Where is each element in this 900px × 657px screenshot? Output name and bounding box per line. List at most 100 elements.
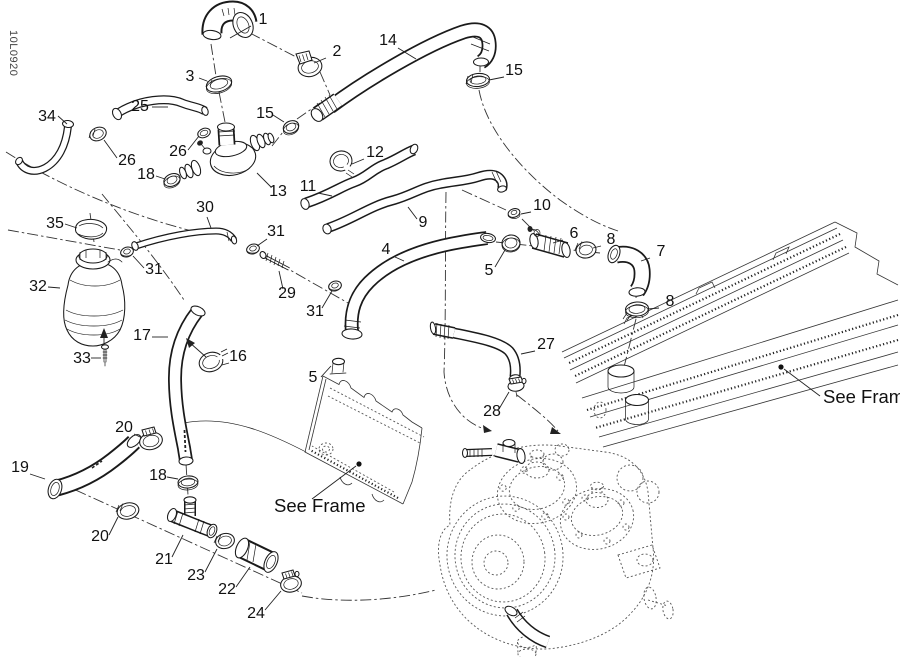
callout-label-3: 3	[186, 68, 195, 85]
leader-line	[198, 77, 208, 82]
part-3-clamp	[205, 75, 233, 94]
leader-line	[313, 57, 327, 64]
callout-label-9: 9	[419, 214, 428, 231]
callout-label-29: 29	[278, 285, 296, 302]
leader-line	[278, 270, 284, 290]
reservoir-neck	[75, 248, 123, 270]
frame-inlet-fitting-lower	[624, 393, 650, 425]
callout-label-26: 26	[169, 143, 187, 160]
see-frame-label: See Frame	[823, 386, 900, 407]
engine-top-fitting	[461, 438, 526, 464]
leader-line	[256, 238, 268, 247]
part-15-clamp	[465, 72, 490, 89]
callout-label-5: 5	[309, 369, 318, 386]
callout-label-5: 5	[485, 262, 494, 279]
leader-line	[206, 216, 212, 229]
leader-line	[108, 516, 119, 536]
part-35-cap	[75, 218, 108, 240]
engine-output-shaft	[643, 586, 674, 620]
leader-line	[155, 175, 166, 180]
frame-tunnel-heat-exchanger	[561, 221, 899, 448]
part-20-clamp	[115, 502, 140, 520]
callout-label-8: 8	[607, 231, 616, 248]
leader-line	[264, 590, 282, 611]
leader-line	[133, 433, 141, 438]
leader-line	[317, 192, 333, 197]
part-24-clamp	[280, 569, 302, 593]
callout-label-4: 4	[382, 241, 391, 258]
callout-label-18: 18	[149, 467, 167, 484]
callout-label-18: 18	[137, 166, 155, 183]
leader-line	[640, 257, 651, 262]
part-25-vent-hose	[111, 95, 209, 121]
frame-cooler-panel	[304, 357, 425, 505]
arrow-to-engine-right	[550, 427, 561, 434]
leader-line	[47, 286, 61, 289]
leader-line	[783, 368, 821, 397]
leader-line	[394, 256, 405, 262]
callout-label-6: 6	[570, 225, 579, 242]
part-29-fitting-stud	[259, 251, 290, 271]
leader-line	[103, 139, 118, 159]
part-32-coolant-reservoir	[63, 248, 126, 347]
part-5-gasket-ring	[501, 234, 521, 253]
leader-line	[187, 135, 200, 151]
callout-label-22: 22	[218, 581, 236, 598]
leader-line	[488, 76, 505, 81]
part-26-clamp	[88, 126, 107, 142]
engine-intake	[617, 544, 661, 579]
callout-label-24: 24	[247, 605, 265, 622]
callout-label-31: 31	[306, 303, 324, 320]
part-33-screw	[100, 344, 110, 367]
leader-line	[311, 465, 357, 500]
callout-label-13: 13	[269, 183, 287, 200]
part-20-clamp	[139, 426, 163, 451]
leader-line	[29, 473, 46, 480]
leader-lines	[29, 25, 660, 611]
part-31-nut	[328, 280, 342, 292]
part-19-hose	[47, 434, 142, 500]
part-18-clamp	[177, 475, 199, 491]
part-12-clamp	[329, 150, 356, 178]
callout-label-23: 23	[187, 567, 205, 584]
leader-line	[166, 476, 179, 480]
leader-line	[64, 223, 78, 229]
see-frame-label: See Frame	[274, 495, 366, 516]
leader-line	[351, 158, 365, 165]
part-21-tee-fitting	[166, 496, 218, 539]
leader-line	[57, 115, 68, 125]
engine-exhaust-port	[616, 464, 644, 492]
part-27-hose	[429, 321, 521, 382]
leader-line	[647, 307, 660, 310]
callout-label-16: 16	[229, 348, 247, 365]
leader-line	[407, 206, 418, 220]
callout-label-15: 15	[505, 62, 523, 79]
callout-label-1: 1	[259, 11, 268, 28]
housing-right-port	[249, 132, 275, 152]
callout-label-14: 14	[379, 32, 397, 49]
callout-label-31: 31	[145, 261, 163, 278]
leader-line	[204, 548, 218, 573]
part-16-clamp	[186, 338, 229, 373]
engine-water-hose	[504, 605, 551, 649]
part-1-elbow-fitting	[201, 0, 258, 41]
callout-label-33: 33	[73, 350, 91, 367]
part-15-clamp	[282, 120, 300, 136]
part-13-thermostat-housing	[178, 122, 275, 180]
part-2-clamp	[295, 50, 323, 78]
callout-label-11: 11	[300, 178, 317, 195]
leader-line	[520, 211, 532, 215]
leader-line	[235, 566, 251, 588]
callout-label-19: 19	[11, 459, 29, 476]
part-28-clamp	[507, 376, 527, 398]
callout-label-30: 30	[196, 199, 214, 216]
part-10-nut	[507, 208, 521, 219]
arrow-to-engine-left	[483, 425, 492, 433]
hose-14-connector	[310, 93, 343, 122]
leader-line	[397, 47, 417, 60]
part-8-clamp	[574, 241, 597, 259]
part-11-hose	[300, 143, 419, 210]
